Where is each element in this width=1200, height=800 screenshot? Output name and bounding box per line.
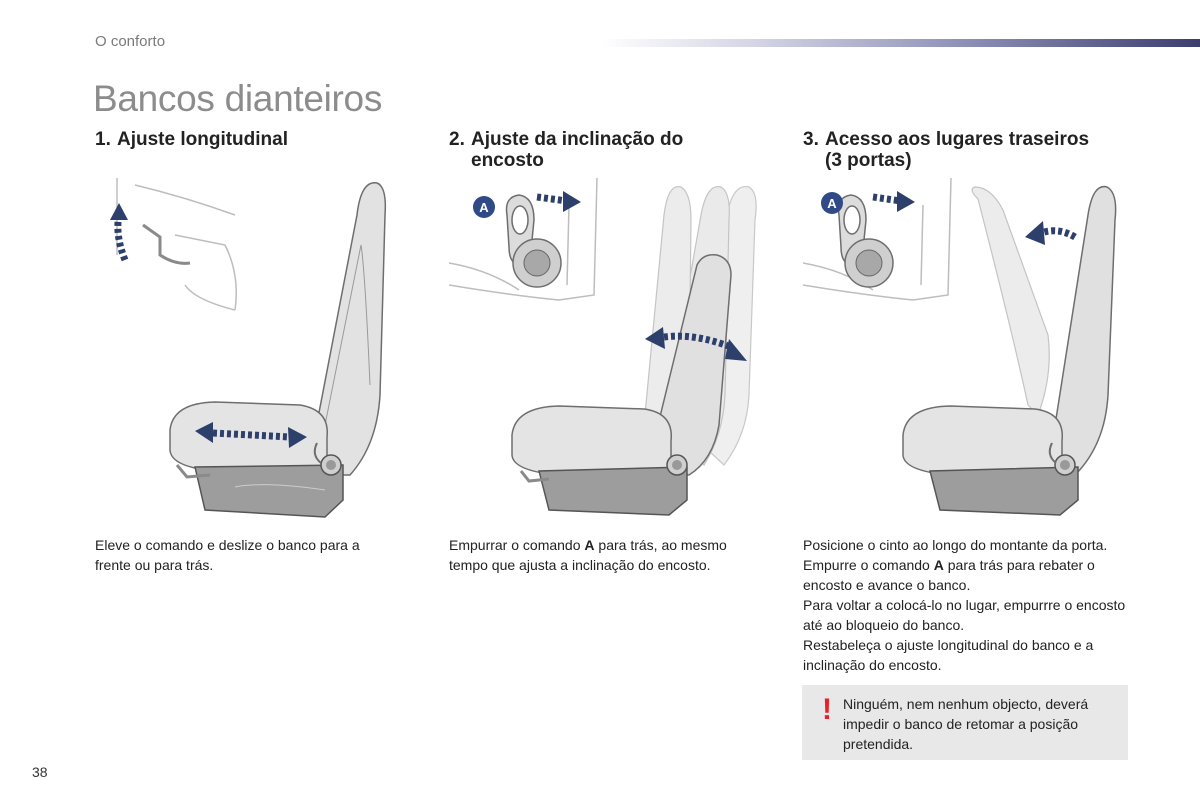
tilt-arrow-right-head-icon bbox=[725, 339, 747, 361]
front-bar bbox=[519, 470, 550, 483]
heading-number: 2. bbox=[449, 129, 465, 150]
inset-frame-lines bbox=[116, 178, 237, 311]
lift-bar bbox=[142, 223, 191, 265]
callout-a-badge bbox=[473, 196, 495, 218]
text-segment: Empurre o comando bbox=[803, 557, 934, 573]
seat-longitudinal-illustration bbox=[110, 178, 387, 518]
paragraph: Empurrar o comando A para trás, ao mesmo… bbox=[449, 535, 759, 575]
page-number: 38 bbox=[32, 764, 48, 780]
front-bar bbox=[175, 464, 211, 479]
heading-backrest-tilt: 2. Ajuste da inclinação do encosto bbox=[449, 129, 683, 171]
inset-frame-lines bbox=[449, 177, 598, 301]
warning-icon: ! bbox=[822, 693, 832, 726]
push-arrow-icon bbox=[536, 193, 568, 205]
seat-tilt-illustration: A bbox=[449, 177, 757, 516]
heading-text: Acesso aos lugares traseiros bbox=[825, 129, 1090, 150]
lever-a bbox=[1048, 442, 1057, 464]
backrest-folded-ghost bbox=[971, 186, 1050, 417]
recline-knob-center bbox=[672, 460, 682, 470]
slide-arrow-left-head-icon bbox=[195, 422, 213, 443]
text-segment: para trás para rebater o encosto e avanc… bbox=[803, 557, 1095, 593]
paragraph: Empurre o comando A para trás para rebat… bbox=[803, 555, 1128, 595]
lever-a bbox=[313, 442, 322, 464]
push-arrow-head-icon bbox=[563, 191, 581, 212]
heading-text-line2: encosto bbox=[471, 150, 544, 171]
callout-a-badge bbox=[821, 192, 843, 214]
control-a-slot bbox=[843, 205, 861, 235]
seat-fold-illustration: A bbox=[803, 177, 1117, 516]
heading-number: 1. bbox=[95, 129, 111, 150]
callout-a-label: A bbox=[479, 200, 489, 215]
recline-knob-center bbox=[326, 460, 336, 470]
page-title: Bancos dianteiros bbox=[93, 78, 383, 119]
arrow-up-head-icon bbox=[110, 203, 128, 220]
seat-base bbox=[538, 466, 688, 516]
seat-backrest bbox=[646, 253, 732, 476]
heading-text-line2: (3 portas) bbox=[825, 150, 912, 171]
slide-arrow-right-head-icon bbox=[288, 427, 307, 448]
tilt-arrow-icon bbox=[663, 332, 733, 351]
control-label: A bbox=[933, 557, 944, 573]
text-segment: para trás, ao mesmo tempo que ajusta a i… bbox=[449, 537, 727, 573]
section-label: O conforto bbox=[95, 33, 166, 50]
fold-arrow-head-icon bbox=[1025, 221, 1045, 245]
fold-arrow-icon bbox=[1039, 227, 1077, 241]
heading-number: 3. bbox=[803, 129, 819, 150]
paragraph: Posicione o cinto ao longo do montante d… bbox=[803, 537, 1108, 553]
seat-cushion bbox=[511, 405, 672, 478]
heading-text: Ajuste da inclinação do bbox=[471, 129, 684, 150]
seat-backrest bbox=[1047, 185, 1117, 476]
tilt-arrow-left-head-icon bbox=[645, 327, 665, 349]
text-segment: Empurrar o comando bbox=[449, 537, 585, 553]
slide-arrow-icon bbox=[212, 429, 291, 441]
seat-base bbox=[194, 464, 344, 518]
seat-backrest bbox=[306, 182, 387, 476]
seat-cushion bbox=[902, 405, 1063, 478]
warning-text: Ninguém, nem nenhum objecto, deverá impe… bbox=[843, 696, 1089, 752]
paragraph: Eleve o comando e deslize o banco para a… bbox=[95, 537, 360, 573]
seat-base bbox=[929, 466, 1079, 516]
paragraph: Restabeleça o ajuste longitudinal do ban… bbox=[803, 637, 1094, 673]
backrest-seam bbox=[314, 244, 371, 476]
recline-knob-center bbox=[1060, 460, 1070, 470]
instruction-backrest-tilt: Empurrar o comando A para trás, ao mesmo… bbox=[449, 535, 759, 575]
base-detail bbox=[234, 484, 326, 491]
control-a-knob-center bbox=[523, 249, 551, 277]
header-gradient-bar bbox=[600, 39, 1200, 47]
instruction-rear-access: Posicione o cinto ao longo do montante d… bbox=[803, 535, 1128, 675]
heading-longitudinal: 1. Ajuste longitudinal bbox=[95, 129, 288, 150]
instruction-longitudinal: Eleve o comando e deslize o banco para a… bbox=[95, 535, 395, 575]
warning-box: ! Ninguém, nem nenhum objecto, deverá im… bbox=[802, 685, 1128, 760]
push-arrow-head-icon bbox=[897, 191, 915, 212]
arrow-up-icon bbox=[114, 214, 129, 262]
control-label: A bbox=[584, 537, 595, 553]
control-a-knob-center bbox=[855, 249, 883, 277]
heading-text: Ajuste longitudinal bbox=[117, 129, 288, 150]
heading-rear-access: 3. Acesso aos lugares traseiros (3 portas… bbox=[803, 129, 1089, 171]
callout-a-label: A bbox=[827, 196, 837, 211]
push-arrow-icon bbox=[872, 193, 902, 205]
paragraph: Para voltar a colocá-lo no lugar, empurr… bbox=[803, 597, 1126, 633]
control-a-slot bbox=[511, 205, 529, 235]
